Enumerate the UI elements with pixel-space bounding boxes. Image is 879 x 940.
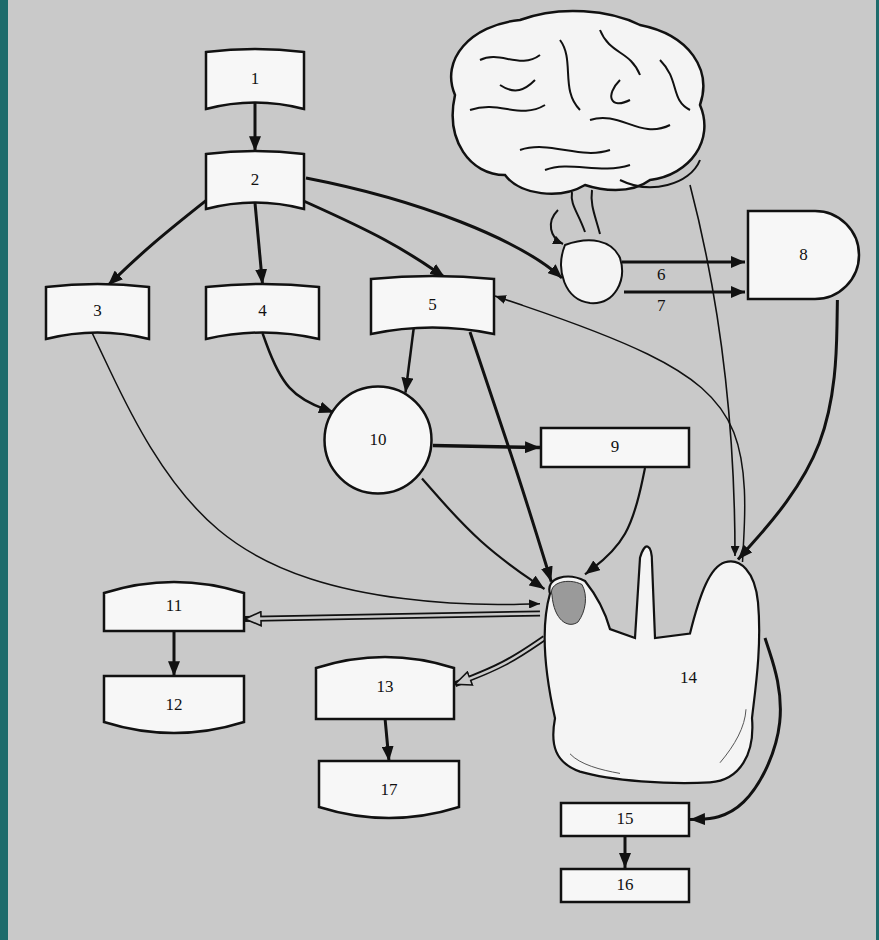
node-number: 2 xyxy=(251,170,260,190)
double-line-core xyxy=(464,638,544,681)
pituitary xyxy=(551,190,622,303)
box-outline xyxy=(206,151,304,209)
arrow-connector xyxy=(173,630,176,676)
node-number: 5 xyxy=(428,295,437,315)
effect-box: 11 xyxy=(103,580,245,632)
node-number: 12 xyxy=(166,695,183,715)
node-number: 4 xyxy=(258,301,267,321)
effect-box: 13 xyxy=(315,655,455,720)
callout-number: 7 xyxy=(655,296,668,316)
box-outline xyxy=(319,761,459,818)
rect-box: 15 xyxy=(560,802,690,837)
box-outline xyxy=(104,582,244,631)
node-number: 9 xyxy=(611,437,620,457)
box-outline xyxy=(46,284,149,339)
thyroid-outline xyxy=(545,546,760,783)
arrow-connector xyxy=(585,468,645,574)
node2-to-pituitary-line xyxy=(306,178,562,278)
node-number: 1 xyxy=(251,69,260,89)
arrow-connector xyxy=(455,638,545,684)
pituitary-arrow xyxy=(624,291,745,294)
node-number: 16 xyxy=(617,875,634,895)
arrow-connector xyxy=(470,332,551,582)
node-outline xyxy=(540,540,765,785)
brain xyxy=(451,11,704,194)
box-outline xyxy=(748,211,859,299)
box-outline xyxy=(541,428,689,467)
node-number: 8 xyxy=(799,245,808,265)
brain-to-thyroid-line xyxy=(690,185,735,556)
box-outline xyxy=(371,276,494,334)
arrow-connector xyxy=(108,195,213,285)
thyroid-gland: 14 xyxy=(540,540,765,785)
box-outline xyxy=(316,657,454,719)
arrow-connector xyxy=(624,837,627,868)
arrow-connector xyxy=(406,328,414,393)
process-box: 1 xyxy=(205,48,305,110)
frame-strip xyxy=(0,0,8,940)
arrow-connector xyxy=(422,479,545,590)
double-line-core xyxy=(255,614,540,619)
thyroid-contour xyxy=(570,709,746,773)
node-number: 17 xyxy=(381,780,398,800)
arrow-connector xyxy=(385,718,389,761)
node-number: 11 xyxy=(166,596,182,616)
arrow-connector xyxy=(255,203,263,284)
node-number: 10 xyxy=(370,430,387,450)
rect-box: 16 xyxy=(560,868,690,903)
frame-strip xyxy=(876,0,879,940)
box-outline xyxy=(206,49,304,109)
box-outline xyxy=(561,869,689,902)
arrow-connector xyxy=(92,333,540,604)
node-number: 13 xyxy=(377,677,394,697)
rect-box: 9 xyxy=(540,427,690,468)
process-box: 2 xyxy=(205,150,305,210)
node-number: 14 xyxy=(680,668,697,688)
arrow-connector xyxy=(433,446,540,448)
box-outline xyxy=(206,284,319,339)
arrow-connector xyxy=(738,300,837,560)
parathyroid-shading xyxy=(551,581,585,624)
arrow-connector xyxy=(254,103,257,152)
target-box: 8 xyxy=(747,210,860,300)
pituitary-arrow xyxy=(622,261,745,264)
process-box: 3 xyxy=(45,283,150,340)
circle-node: 10 xyxy=(323,385,433,495)
process-box: 5 xyxy=(370,275,495,335)
node-number: 15 xyxy=(617,809,634,829)
process-box: 4 xyxy=(205,283,320,340)
circle-outline xyxy=(325,387,432,494)
box-outline xyxy=(104,676,244,733)
node-number: 3 xyxy=(93,301,102,321)
result-box: 17 xyxy=(318,760,460,820)
result-box: 12 xyxy=(103,675,245,735)
callout-number: 6 xyxy=(655,265,668,285)
arrow-connector xyxy=(245,614,540,620)
arrow-connector xyxy=(297,198,445,277)
box-outline xyxy=(561,803,689,836)
arrow-connector xyxy=(495,296,745,562)
arrow-connector xyxy=(263,333,335,412)
